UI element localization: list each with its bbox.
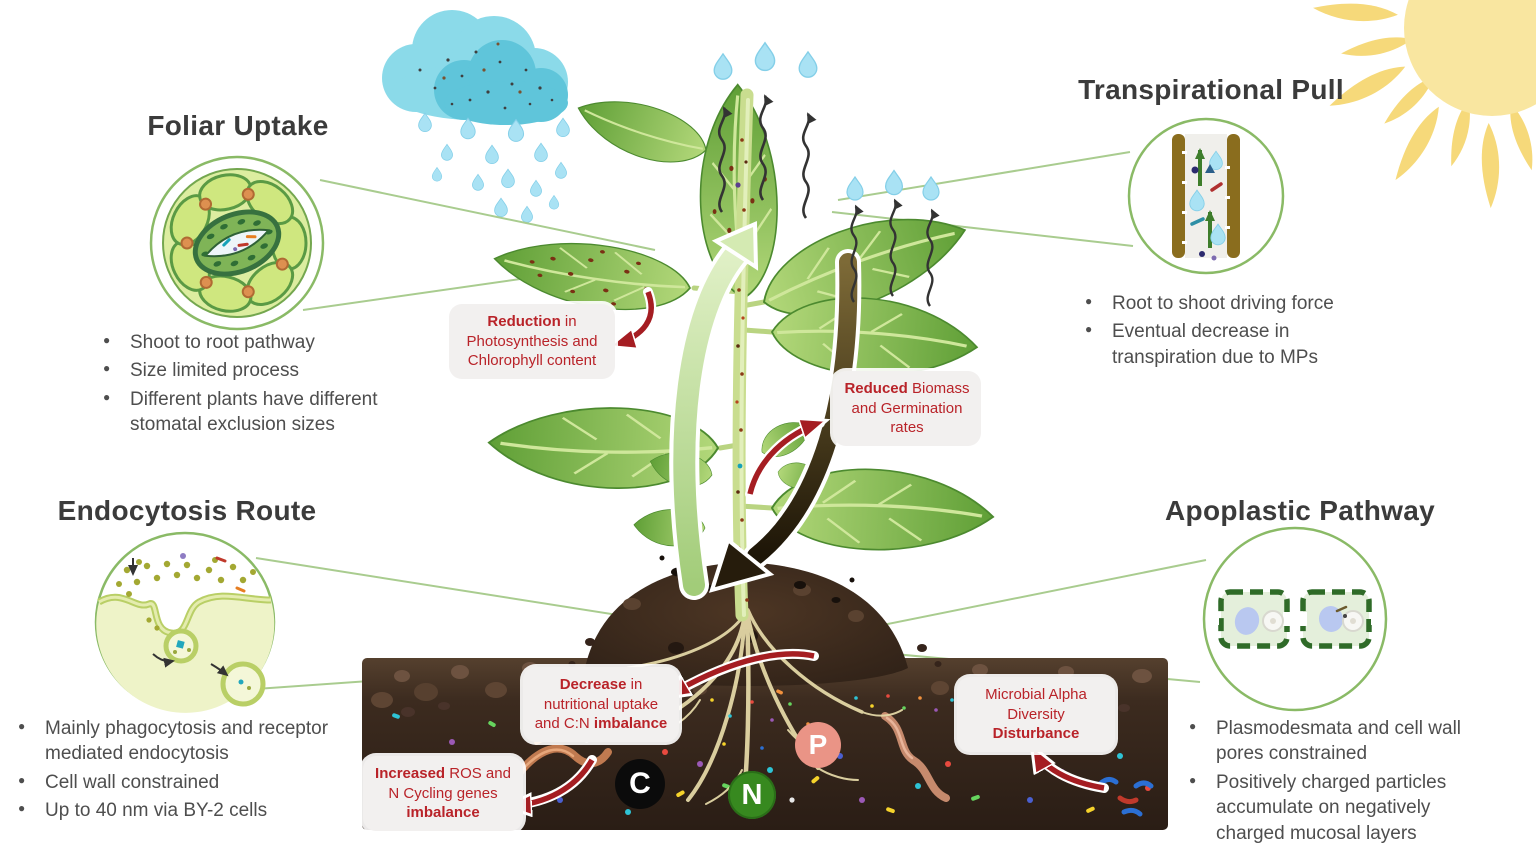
- annotation-ros-imbalance: Increased ROS and N Cycling genes imbala…: [363, 756, 523, 831]
- bullet-item: Positively charged particles accumulate …: [1186, 770, 1466, 846]
- annotation-bold-text: imbalance: [593, 715, 668, 732]
- transpirational-pull-title: Transpirational Pull: [1078, 74, 1344, 105]
- root-to-shoot-arrow: [669, 220, 759, 600]
- bullet-item: Plasmodesmata and cell wall pores constr…: [1186, 716, 1466, 767]
- transpiration-vapor-arrows: [717, 94, 940, 307]
- annotation-text: in Photosynthesis and Chlorophyll conten…: [466, 313, 598, 369]
- stoma-illustration: [149, 155, 325, 331]
- xylem-vessel-illustration: [1127, 117, 1285, 275]
- foliar-uptake-bullets: Shoot to root pathway Size limited proce…: [100, 330, 420, 441]
- bullet-item: Shoot to root pathway: [100, 330, 420, 355]
- endocytosis-illustration: [94, 531, 276, 713]
- cloud-microplastic-specks: [418, 50, 554, 110]
- annotation-photosynthesis-reduction: Reduction in Photosynthesis and Chloroph…: [449, 304, 615, 379]
- nitrogen-badge: N: [728, 771, 776, 819]
- annotation-bold-text: imbalance: [406, 804, 480, 821]
- annotation-text: Microbial Alpha Diversity: [985, 686, 1087, 723]
- endocytosis-route-title: Endocytosis Route: [57, 495, 317, 526]
- earthworm-2: [881, 712, 950, 802]
- microplastic-rain-cloud: [382, 10, 570, 223]
- carbon-badge: C: [615, 759, 665, 809]
- soil-bacteria: [1097, 776, 1154, 817]
- bullet-item: Eventual decrease in transpiration due t…: [1082, 319, 1372, 370]
- rain-drops: [418, 112, 570, 223]
- bullet-item: Size limited process: [100, 358, 420, 383]
- foliar-uptake-title: Foliar Uptake: [147, 110, 329, 141]
- root-zone-specks: [710, 689, 810, 750]
- apoplastic-pathway-bullets: Plasmodesmata and cell wall pores constr…: [1186, 716, 1466, 849]
- annotation-bold-text: Decrease: [559, 676, 627, 693]
- annotation-text: in nutritional uptake and C:N: [534, 676, 659, 732]
- annotation-microbial-diversity: Microbial Alpha Diversity Disturbance: [957, 677, 1115, 752]
- phosphorus-badge: P: [795, 722, 841, 768]
- annotation-bold-text: Reduction: [487, 313, 561, 330]
- bullet-item: Different plants have different stomatal…: [100, 387, 420, 438]
- annotation-nutritional-uptake: Decrease in nutritional uptake and C:N i…: [523, 667, 679, 742]
- annotation-bold-text: Reduced: [844, 380, 908, 397]
- annotation-bold-text: Disturbance: [992, 725, 1080, 742]
- apoplastic-pathway-title: Apoplastic Pathway: [1165, 495, 1435, 526]
- endocytosis-particles: [116, 557, 256, 631]
- earthworm: [516, 744, 612, 776]
- annotation-text: ROS and N Cycling genes: [388, 765, 511, 802]
- bullet-item: Mainly phagocytosis and receptor mediate…: [15, 716, 345, 767]
- apoplastic-cells-illustration: [1202, 526, 1388, 712]
- bullet-item: Up to 40 nm via BY-2 cells: [15, 798, 345, 823]
- transpired-water-droplets: [713, 41, 940, 201]
- sun-icon: [1313, 0, 1536, 209]
- transpirational-pull-bullets: Root to shoot driving force Eventual dec…: [1082, 291, 1372, 373]
- annotation-biomass-reduction: Reduced Biomass and Germination rates: [833, 371, 981, 446]
- annotation-text: Biomass and Germination rates: [851, 380, 970, 436]
- bullet-item: Root to shoot driving force: [1082, 291, 1372, 316]
- endocytosis-route-bullets: Mainly phagocytosis and receptor mediate…: [15, 716, 345, 827]
- annotation-bold-text: Increased: [375, 765, 446, 782]
- effect-arrows: [510, 287, 1109, 806]
- bullet-item: Cell wall constrained: [15, 770, 345, 795]
- guard-cells: [192, 209, 282, 277]
